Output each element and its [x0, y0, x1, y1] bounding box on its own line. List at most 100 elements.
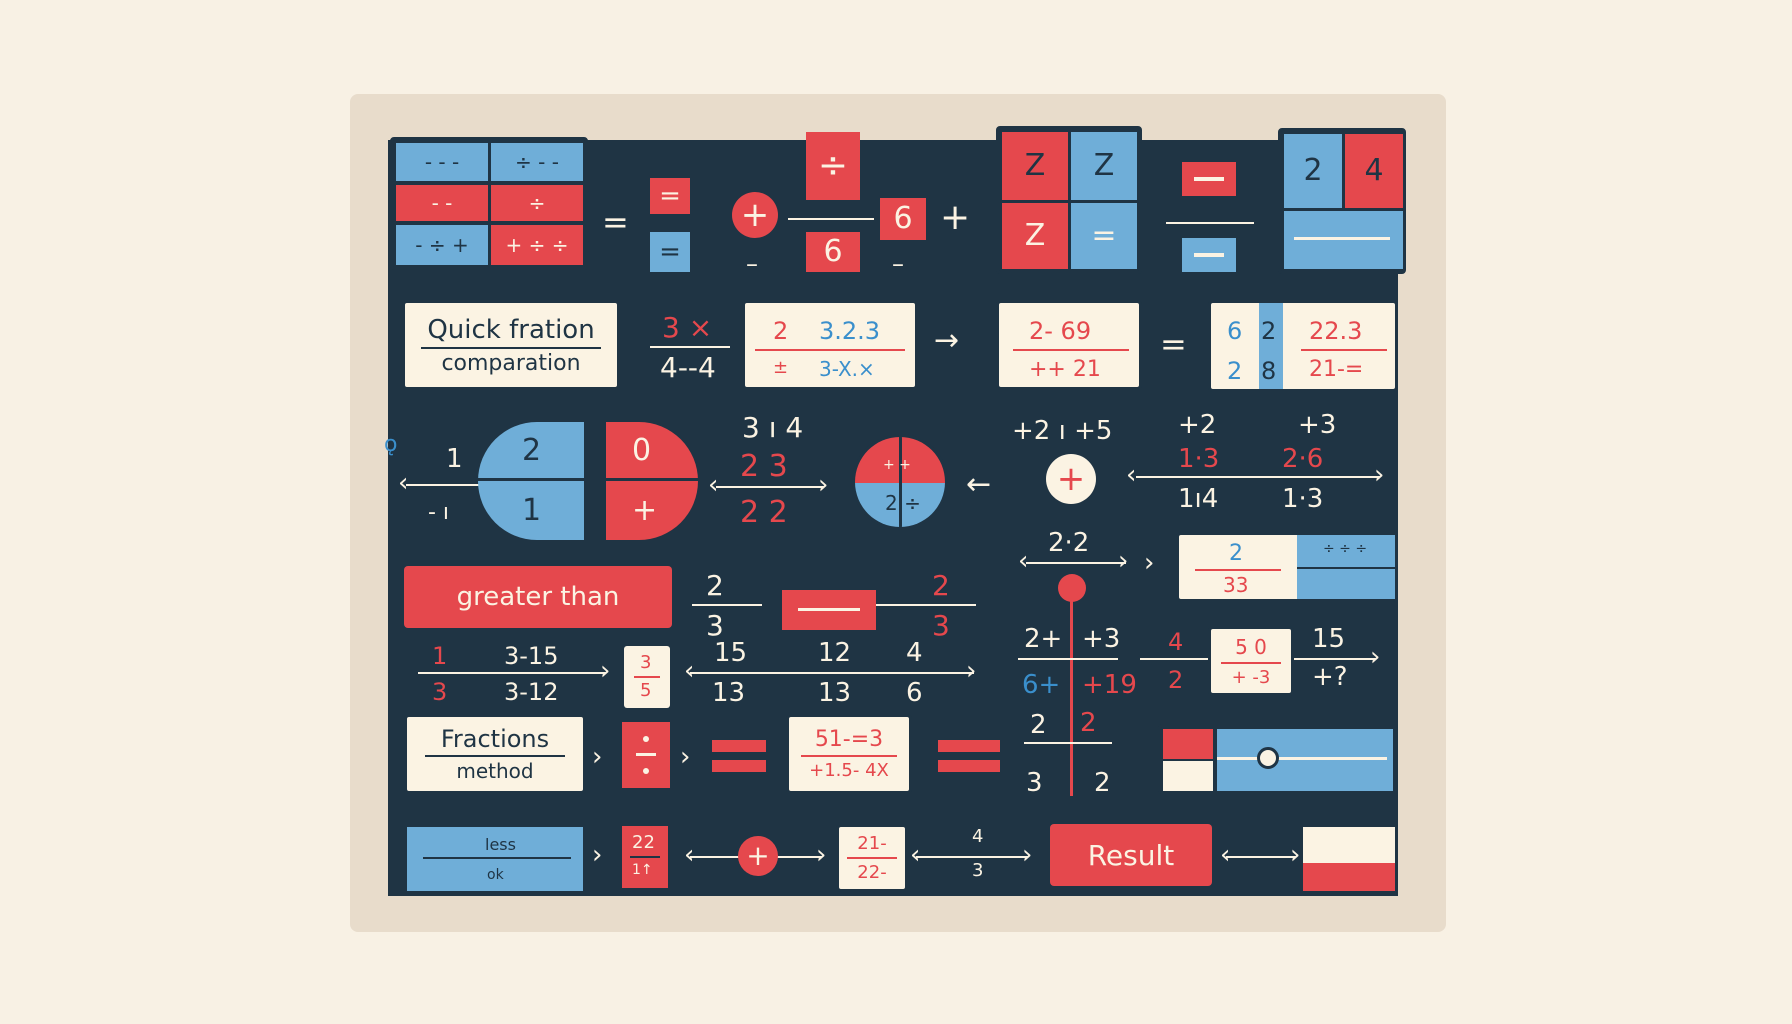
equals-symbol: =	[1091, 218, 1117, 253]
card-value: ++ 21	[1029, 357, 1101, 382]
card-value: 3.2.3	[819, 317, 881, 345]
grid-cell: - - -	[424, 150, 460, 174]
arrow-left-icon: ‹	[910, 840, 921, 870]
pie-label: + +	[883, 457, 911, 473]
two-four-block: 2 4	[1278, 128, 1406, 274]
grid-cell: ÷	[528, 191, 546, 215]
number-line	[1136, 476, 1380, 478]
fraction-denominator: 13	[818, 678, 852, 708]
axis-tick	[1018, 658, 1118, 660]
grid-cell: - ÷ +	[415, 233, 469, 257]
fraction-denominator: 3	[932, 609, 950, 642]
fraction-numerator: 2	[932, 569, 950, 602]
plus-symbol: +	[740, 195, 770, 235]
fraction-denominator: 4--4	[660, 351, 716, 384]
fraction-card-7: 21- 22-	[836, 824, 908, 892]
symbol-grid-a: - - - ÷ - - - - ÷ - ÷ + + ÷ ÷	[390, 137, 588, 270]
number-label: 1·3	[1178, 444, 1220, 474]
minus-tile	[1182, 162, 1236, 196]
vertical-axis	[1070, 600, 1073, 796]
fraction-numerator: 12	[818, 638, 852, 668]
arrow-right-icon: ›	[966, 656, 977, 686]
equals-bar-a2	[712, 760, 766, 772]
fraction-denominator: 6	[906, 678, 923, 708]
card-value: 3-X.×	[819, 357, 875, 381]
number-line	[916, 856, 1028, 858]
equals-bar-b2	[938, 760, 1000, 772]
stack-tile-top: =	[650, 178, 690, 214]
arrow-right-icon: ›	[1022, 840, 1033, 870]
digit: +	[632, 493, 658, 528]
axis-value: 6+	[1022, 670, 1061, 700]
half-pill-left: 2 1	[478, 422, 584, 540]
number-label: 2 3	[740, 449, 788, 484]
card-value: 21-	[857, 833, 887, 854]
result-label: Result	[1087, 838, 1175, 872]
label-line: method	[456, 759, 534, 783]
plus-circle-icon: +	[1046, 454, 1096, 504]
card-value: 22.3	[1309, 317, 1363, 345]
card-value: 33	[1223, 573, 1249, 597]
number-label: 2·6	[1282, 444, 1324, 474]
fraction-denominator: 13	[712, 678, 746, 708]
arrow-line	[1166, 222, 1254, 224]
axis-tick	[1024, 742, 1112, 744]
result-swatch	[1300, 824, 1398, 894]
fraction-card-2: 2- 69 ++ 21	[996, 300, 1142, 390]
fraction-numerator: 4	[1168, 628, 1184, 656]
number-label: 1ı4	[1178, 484, 1219, 514]
tile-value: 22	[632, 832, 655, 853]
fraction-card-4: 2 33 ÷ ÷ ÷	[1176, 532, 1398, 602]
number-label: +3	[1298, 410, 1337, 440]
fraction-numerator: 1	[432, 642, 448, 670]
number-label: - ı	[428, 500, 450, 525]
digit: 6	[823, 234, 843, 269]
fractions-method-label: Fractions method	[404, 714, 586, 794]
number-label: +2	[1178, 410, 1217, 440]
number-line	[690, 672, 974, 674]
card-value: 22-	[857, 862, 887, 883]
axis-value: +19	[1082, 670, 1137, 700]
card-value: 6	[1227, 317, 1243, 345]
arrow-right-icon: ›	[600, 656, 611, 686]
fraction-bar	[650, 346, 730, 348]
axis-value: 3	[1026, 768, 1043, 798]
card-value: 5 0	[1235, 634, 1267, 659]
axis-value: +3	[1082, 624, 1121, 654]
arrow-right-icon: ›	[818, 470, 829, 500]
chevron-right-icon: ›	[592, 742, 603, 772]
digit: 2	[522, 433, 542, 468]
arrow-left-icon: ‹	[708, 470, 719, 500]
number-label: 3 ı 4	[742, 411, 804, 444]
card-value: ÷ ÷ ÷	[1323, 541, 1368, 557]
fraction-numerator: 3-15	[504, 642, 559, 670]
digit: 6	[893, 201, 913, 236]
fraction-numerator: 15	[714, 638, 748, 668]
plus-symbol: +	[1056, 459, 1086, 499]
chevron-right-icon: ›	[680, 742, 691, 772]
card-value: 51-=3	[814, 727, 884, 752]
arrow-left-icon: ‹	[1126, 460, 1137, 490]
tile-value: 5	[640, 680, 652, 701]
slider-thumb[interactable]	[1257, 747, 1279, 769]
slider-widget[interactable]	[1158, 724, 1398, 794]
digit: 0	[632, 433, 652, 468]
arrow-left-icon: ‹	[398, 468, 409, 498]
arrow-left-icon: ‹	[684, 656, 695, 686]
digit: 2	[1303, 153, 1323, 188]
tile-symbol: =	[659, 181, 681, 211]
label-line: Fractions	[440, 725, 550, 753]
arrow-line	[788, 218, 874, 220]
arrow-left-icon: ‹	[1220, 840, 1231, 870]
label-text: greater than	[456, 582, 620, 612]
arrow-right-icon: ›	[1290, 840, 1301, 870]
number-label: +2 ı +5	[1012, 416, 1113, 446]
greater-than-label: greater than	[404, 566, 672, 628]
equals-sign: =	[602, 203, 629, 241]
card-value: +1.5- 4X	[809, 760, 889, 781]
slider-knob	[1058, 574, 1086, 602]
label-line: Quick fration	[427, 314, 595, 345]
half-pill-right: 0 +	[606, 422, 698, 540]
six-tile-b: 6	[880, 198, 926, 240]
result-button[interactable]: Result	[1050, 824, 1212, 886]
